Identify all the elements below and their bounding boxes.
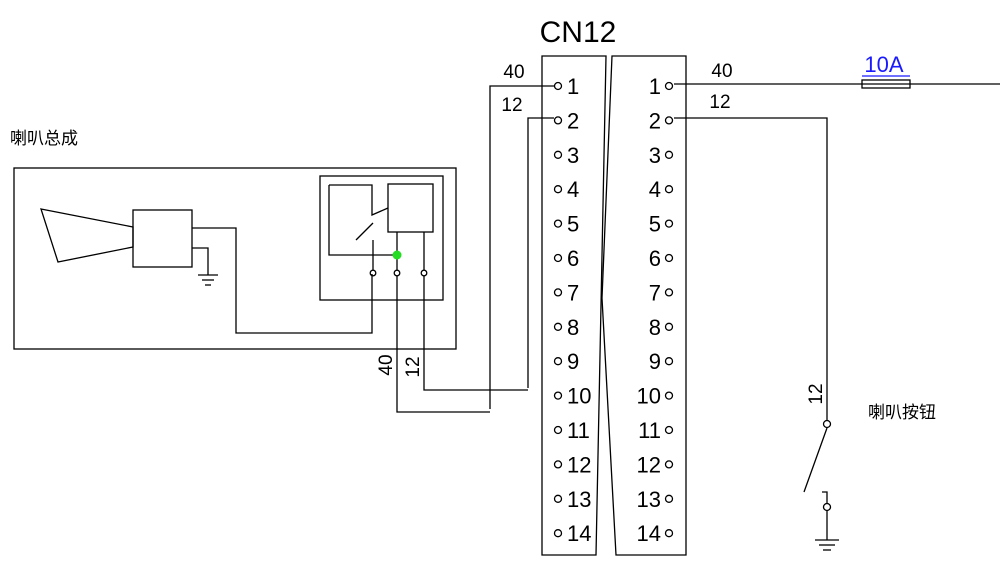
right-pin-13-label: 13	[637, 487, 661, 512]
left-pin-10-terminal	[553, 391, 563, 400]
right-pin-7-terminal	[664, 288, 674, 297]
right-pin-5-terminal	[664, 219, 674, 228]
right-pin-10-terminal	[664, 391, 674, 400]
fuse	[861, 79, 911, 89]
horn-button-label: 喇叭按钮	[868, 403, 936, 423]
right-pin-11-label: 11	[638, 418, 661, 443]
left-pin-7-terminal	[553, 288, 563, 297]
left-pin-13-label: 13	[567, 487, 591, 512]
relay-coil	[387, 183, 434, 233]
right-pin-3-terminal	[664, 150, 674, 159]
right-pin-10-label: 10	[637, 384, 661, 409]
horn-assembly-box	[13, 167, 457, 350]
right-pin-3-label: 3	[649, 143, 661, 168]
button-switch-lever	[803, 427, 828, 493]
right-pin-7-label: 7	[649, 280, 661, 305]
left-pin-6-terminal	[553, 253, 563, 263]
right-pin-12-terminal	[664, 460, 674, 469]
left-pin-3-label: 3	[567, 143, 579, 168]
left-pin-10-label: 10	[567, 384, 591, 409]
left-pin-11-label: 11	[567, 418, 590, 443]
horn-speaker-icon	[40, 208, 134, 263]
right-pin-13-terminal	[664, 494, 674, 503]
right-pin-6-label: 6	[649, 246, 661, 271]
wire-label-right-pin1: 40	[711, 61, 732, 82]
relay-terminal-2	[393, 269, 401, 277]
connector-left-half	[541, 55, 607, 556]
right-pin-9-terminal	[664, 357, 674, 366]
right-pin-4-label: 4	[649, 177, 661, 202]
relay-terminal-3	[420, 269, 428, 277]
wire-label-horn-b: 12	[403, 356, 424, 377]
right-pin-12-label: 12	[637, 452, 661, 477]
right-pin-14-label: 14	[637, 521, 661, 546]
right-pin-8-label: 8	[649, 315, 661, 340]
button-contact-top	[822, 419, 832, 429]
left-pin-2-label: 2	[567, 108, 579, 133]
right-pin-4-terminal	[664, 185, 674, 194]
right-pin-8-terminal	[664, 322, 674, 331]
connector-title: CN12	[540, 16, 617, 49]
button-contact-bottom	[822, 502, 832, 512]
wire-label-left-pin2: 12	[501, 95, 522, 116]
wire-12-left	[527, 117, 554, 388]
fuse-rating: 10A	[864, 52, 903, 77]
right-pin-11-terminal	[664, 425, 674, 435]
wire-12-horn	[423, 276, 528, 391]
left-pin-2-terminal	[553, 116, 563, 125]
left-pin-14-label: 14	[567, 521, 591, 546]
left-pin-14-terminal	[553, 529, 563, 538]
left-pin-9-terminal	[553, 357, 563, 366]
relay-box	[319, 175, 444, 301]
left-pin-5-label: 5	[567, 212, 579, 237]
right-pin-2-label: 2	[649, 108, 661, 133]
left-pin-11-terminal	[553, 425, 563, 435]
left-pin-1-terminal	[553, 81, 563, 91]
left-pin-4-label: 4	[567, 177, 579, 202]
wire-label-left-pin1: 40	[503, 62, 524, 83]
right-pin-1-label: 1	[649, 74, 661, 99]
junction-dot	[392, 250, 402, 260]
relay-terminal-1	[369, 269, 377, 277]
right-pin-1-terminal	[664, 81, 674, 91]
wire-label-right-pin2: 12	[709, 92, 730, 113]
wire-label-button: 12	[806, 383, 827, 404]
relay-contact-arm	[355, 222, 374, 241]
wire-12-right	[674, 117, 828, 420]
relay-contact-bus	[328, 185, 397, 256]
left-pin-8-terminal	[553, 322, 563, 331]
left-pin-12-label: 12	[567, 452, 591, 477]
horn-ground-wire	[192, 247, 209, 275]
left-pin-13-terminal	[553, 494, 563, 503]
button-contact-hook	[822, 491, 828, 503]
left-pin-4-terminal	[553, 185, 563, 194]
horn-assembly-label: 喇叭总成	[10, 129, 78, 149]
horn-feed-wire	[192, 227, 373, 334]
horn-driver-box	[132, 209, 193, 268]
wire-40-left	[489, 85, 554, 409]
right-pin-5-label: 5	[649, 212, 661, 237]
right-pin-14-terminal	[664, 529, 674, 538]
left-pin-6-label: 6	[567, 246, 579, 271]
left-pin-12-terminal	[553, 460, 563, 469]
wire-label-horn-a: 40	[376, 354, 397, 375]
connector-right-half	[601, 55, 687, 556]
left-pin-9-label: 9	[567, 349, 579, 374]
left-pin-3-terminal	[553, 150, 563, 159]
right-pin-6-terminal	[664, 253, 674, 263]
right-pin-2-terminal	[664, 116, 674, 125]
left-pin-7-label: 7	[567, 280, 579, 305]
relay-contact-top	[329, 184, 389, 216]
wire-40-horn	[396, 276, 490, 413]
right-pin-9-label: 9	[649, 349, 661, 374]
left-pin-5-terminal	[553, 219, 563, 228]
left-pin-8-label: 8	[567, 315, 579, 340]
left-pin-1-label: 1	[567, 74, 579, 99]
